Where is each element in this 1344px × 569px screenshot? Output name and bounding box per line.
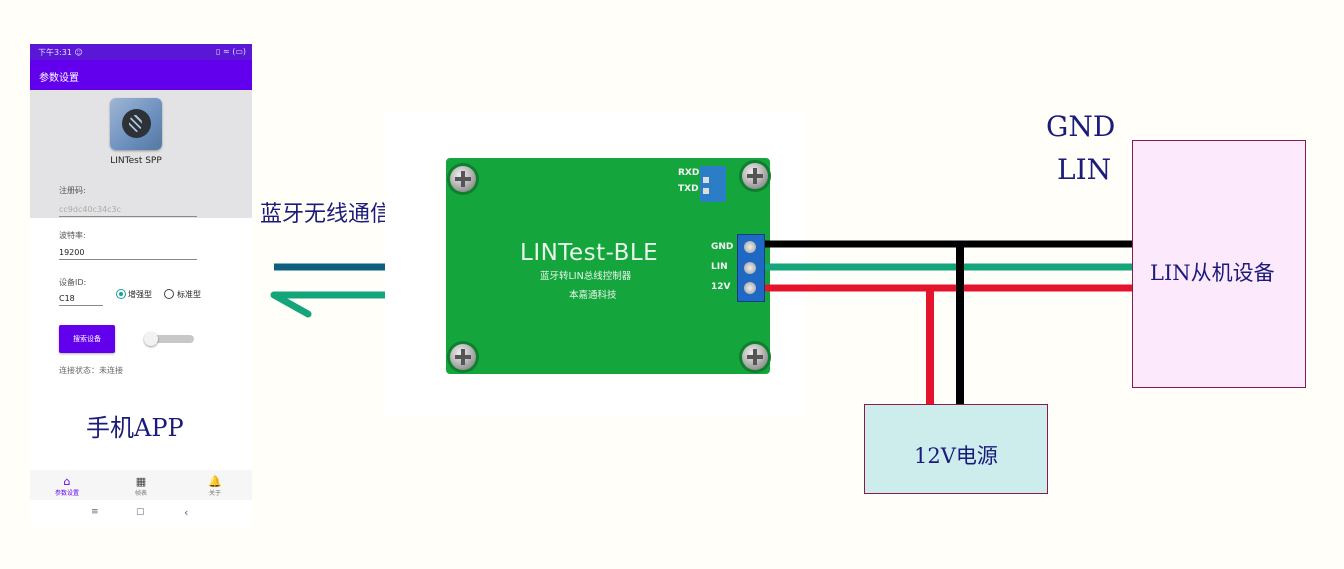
screw-icon (742, 163, 768, 189)
status-icons: ▯ ≈ (▭) (216, 47, 246, 56)
screw-icon (742, 344, 768, 370)
app-logo-icon (110, 98, 162, 150)
baud-rate-field[interactable]: 19200 (59, 248, 85, 257)
power-supply-label: 12V电源 (914, 444, 998, 468)
device-id-field[interactable]: C18 (59, 294, 75, 303)
terminal-screw-icon (744, 262, 756, 274)
led-header (700, 166, 726, 202)
pin-gnd-label: GND (711, 242, 734, 252)
board-subtitle: 蓝牙转LIN总线控制器 (540, 271, 632, 282)
home-button-icon[interactable]: ▢ (136, 507, 145, 517)
register-code-field[interactable]: cc9dc40c34c3c (59, 205, 122, 214)
nav-item-about[interactable]: 🔔 关于 (178, 470, 252, 500)
globe-icon (122, 109, 151, 138)
nav-item-frames[interactable]: ▦ 帧表 (104, 470, 178, 500)
baud-rate-label: 波特率: (59, 231, 86, 240)
recent-apps-icon[interactable]: ≡ (91, 507, 99, 517)
screw-icon (450, 344, 476, 370)
radio-standard[interactable] (164, 289, 174, 299)
txd-led (703, 188, 709, 194)
nav-label-about: 关于 (208, 490, 221, 497)
grid-icon: ▦ (135, 475, 147, 488)
terminal-screw-icon (744, 241, 756, 253)
pin-12v-label: 12V (711, 282, 731, 292)
txd-label: TXD (678, 184, 699, 194)
register-code-label: 注册码: (59, 186, 86, 195)
nav-label-settings: 参数设置 (54, 490, 79, 497)
device-id-underline (59, 305, 103, 306)
radio-enhanced-label: 增强型 (128, 290, 152, 299)
phone-screenshot: 下午3:31 ☺ ▯ ≈ (▭) 参数设置 LINTest SPP 注册码: c… (30, 44, 252, 526)
bell-icon: 🔔 (208, 475, 222, 488)
nav-item-settings[interactable]: ⌂ 参数设置 (30, 470, 104, 500)
gnd-label: GND (1046, 110, 1116, 143)
screw-icon (450, 166, 476, 192)
lin-slave-device-box (1132, 140, 1306, 388)
status-time: 下午3:31 ☺ (38, 48, 83, 57)
lin-label: LIN (1057, 153, 1112, 186)
app-bar-title: 参数设置 (39, 73, 79, 84)
rxd-label: RXD (678, 168, 700, 178)
nav-label-frames: 帧表 (134, 490, 147, 497)
phone-app-caption: 手机APP (86, 414, 184, 442)
connection-status: 连接状态：未连接 (59, 366, 123, 375)
power-supply-box (864, 404, 1048, 494)
radio-standard-label: 标准型 (177, 290, 201, 299)
bluetooth-link-label: 蓝牙无线通信 (260, 202, 393, 227)
pin-lin-label: LIN (711, 262, 728, 272)
terminal-block (737, 234, 765, 302)
connect-switch-thumb[interactable] (144, 332, 158, 346)
register-code-underline (59, 216, 197, 217)
app-name: LINTest SPP (110, 156, 162, 166)
system-navigation: ≡ ▢ ‹ (30, 502, 252, 526)
search-device-button[interactable]: 搜索设备 (59, 325, 115, 353)
lin-slave-device-label: LIN从机设备 (1150, 261, 1275, 285)
bottom-navigation: ⌂ 参数设置 ▦ 帧表 🔔 关于 (30, 470, 252, 500)
board-maker: 本嘉通科技 (569, 290, 617, 301)
baud-rate-underline (59, 259, 197, 260)
app-bar: 参数设置 (30, 60, 252, 90)
status-bar: 下午3:31 ☺ ▯ ≈ (▭) (30, 44, 252, 60)
connect-switch[interactable] (148, 335, 194, 343)
board-title: LINTest-BLE (520, 240, 659, 266)
device-id-label: 设备ID: (59, 278, 87, 287)
back-icon[interactable]: ‹ (184, 506, 189, 519)
radio-enhanced[interactable] (116, 289, 126, 299)
rxd-led (703, 177, 709, 183)
terminal-screw-icon (744, 282, 756, 294)
home-icon: ⌂ (63, 475, 71, 488)
app-header-area: LINTest SPP (30, 90, 252, 218)
